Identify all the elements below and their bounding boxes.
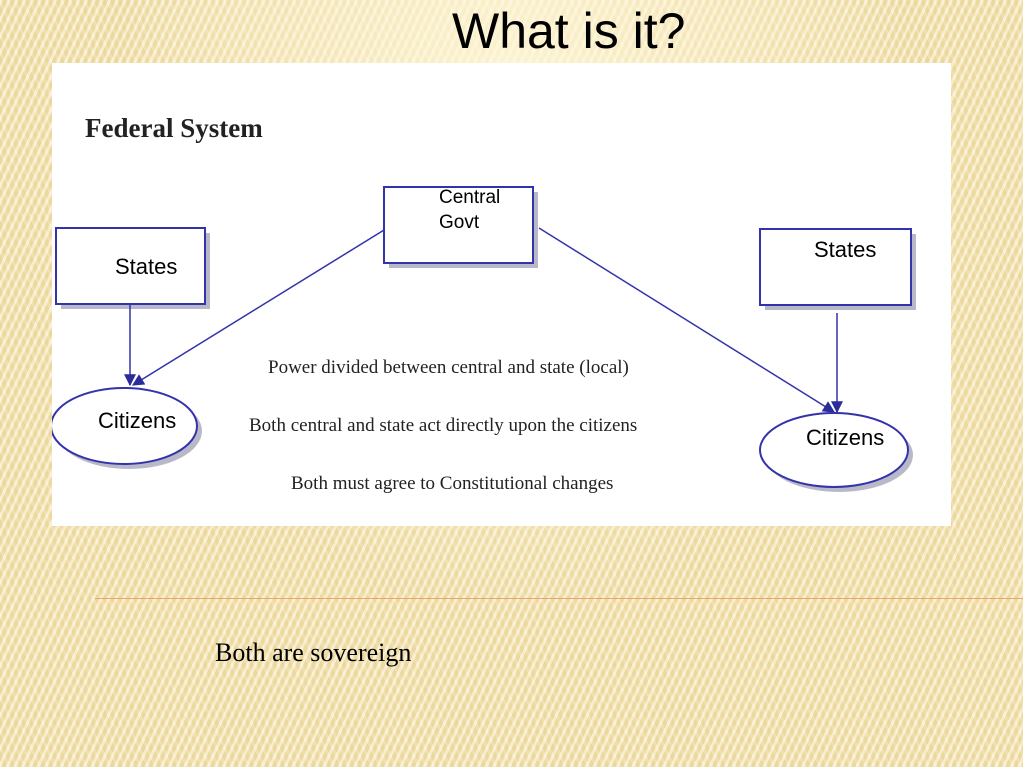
citizens-left-ellipse — [52, 387, 198, 465]
central-govt-box — [383, 186, 534, 264]
diagram-graphics — [52, 186, 916, 492]
footer-divider — [95, 598, 1023, 599]
diagram-panel: Federal System Central Govt States State… — [52, 63, 951, 526]
statement-constitutional-changes: Both must agree to Constitutional change… — [291, 473, 614, 494]
citizens-right-label: Citizens — [806, 425, 885, 450]
citizens-left-label: Citizens — [98, 408, 177, 433]
citizens-right-ellipse — [759, 412, 909, 488]
arrow-central-to-citizens-right — [538, 227, 836, 413]
statement-power-divided: Power divided between central and state … — [268, 357, 629, 378]
statement-act-directly: Both central and state act directly upon… — [249, 415, 638, 436]
state-right-label: States — [814, 237, 877, 262]
state-right-box — [759, 228, 912, 306]
state-left-box — [55, 227, 206, 305]
diagram-title: Federal System — [85, 113, 263, 143]
footnote-text: Both are sovereign — [215, 638, 412, 667]
arrow-central-to-citizens-left — [131, 229, 385, 386]
state-left-label: States — [115, 254, 178, 279]
central-govt-label: Central Govt — [439, 187, 501, 233]
slide-title: What is it? — [452, 3, 686, 59]
